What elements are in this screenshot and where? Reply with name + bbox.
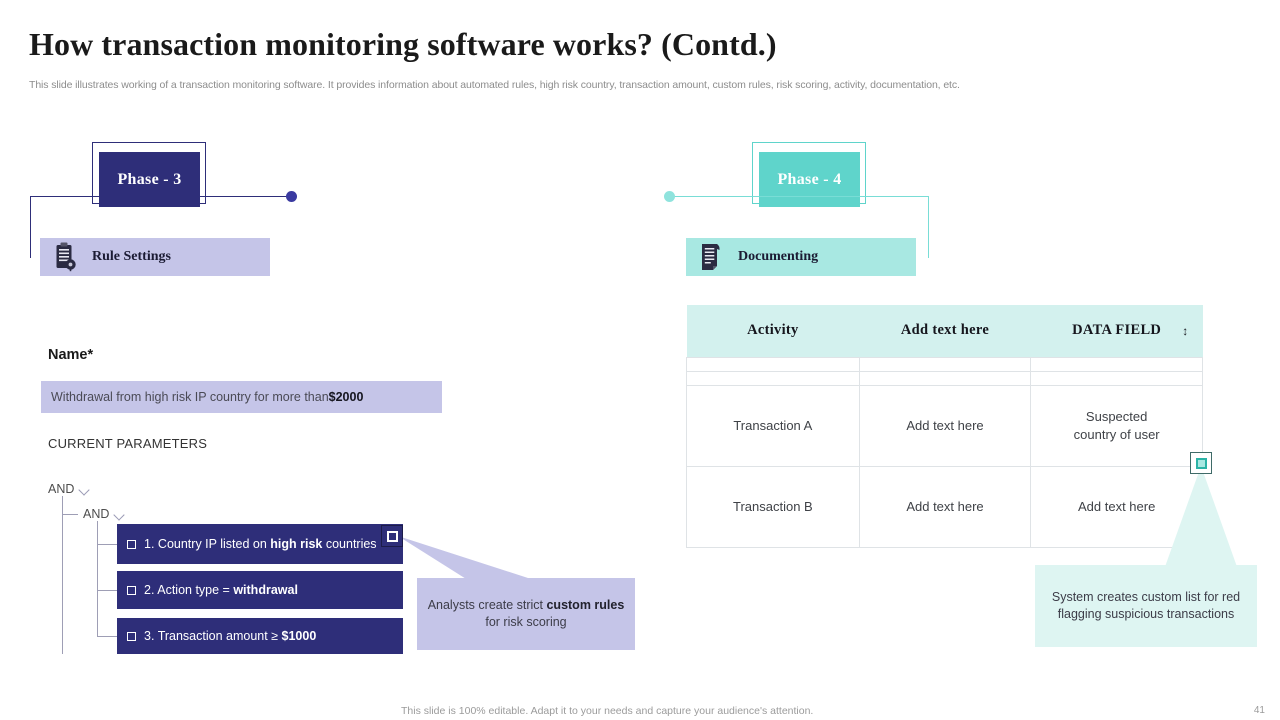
callout-left-text-before: Analysts create strict xyxy=(427,598,547,613)
page-subtitle: This slide illustrates working of a tran… xyxy=(29,79,960,91)
logic-group-inner-label: AND xyxy=(83,507,110,521)
name-input-value-bold: $2000 xyxy=(328,390,364,404)
phase-4-badge-label: Phase - 4 xyxy=(777,170,842,188)
phase-4-connector-vertical xyxy=(928,196,930,258)
table-cell: Add text here xyxy=(858,465,1032,548)
rule-text-after: countries xyxy=(322,537,377,551)
rule-text-before: Transaction amount ≥ xyxy=(157,629,282,643)
callout-right: System creates custom list for red flagg… xyxy=(1035,565,1257,647)
current-parameters-label: CURRENT PARAMETERS xyxy=(48,436,208,451)
page-title: How transaction monitoring software work… xyxy=(29,26,777,62)
callout-left: Analysts create strict custom rules for … xyxy=(417,578,635,650)
table-header-cell[interactable]: Activity xyxy=(686,305,860,357)
activity-table: Activity Add text here DATA FIELD ↕ Tran… xyxy=(686,305,1203,548)
footer-note: This slide is 100% editable. Adapt it to… xyxy=(401,705,814,717)
nested-square-marker-icon-right[interactable] xyxy=(1190,452,1212,474)
name-field-label: Name* xyxy=(48,347,94,363)
table-spacer-row xyxy=(686,370,1203,386)
rule-row[interactable]: 3. Transaction amount ≥ $1000 xyxy=(117,618,403,654)
table-row[interactable]: Transaction B Add text here Add text her… xyxy=(686,465,1203,548)
phase-3-badge-label: Phase - 3 xyxy=(117,170,182,188)
document-icon xyxy=(698,242,724,272)
callout-right-pointer xyxy=(1161,466,1241,578)
rule-row[interactable]: 2. Action type = withdrawal xyxy=(117,571,403,609)
rule-index: 1. xyxy=(144,537,155,551)
tree-branch-rule-2 xyxy=(97,590,117,592)
logic-group-inner[interactable]: AND xyxy=(83,507,125,521)
rule-text-before: Country IP listed on xyxy=(157,537,271,551)
table-cell: Transaction B xyxy=(686,465,860,548)
phase-3-label-text: Rule Settings xyxy=(92,249,171,264)
clipboard-settings-icon xyxy=(52,242,78,272)
rule-text-bold: high risk xyxy=(270,537,323,551)
phase-3-connector-vertical xyxy=(30,196,32,258)
callout-left-text-after: for risk scoring xyxy=(485,615,567,629)
table-cell: Add text here xyxy=(1030,465,1203,548)
name-input-value-prefix: Withdrawal from high risk IP country for… xyxy=(51,390,329,404)
phase-4-label-text: Documenting xyxy=(738,249,819,264)
tree-branch-outer xyxy=(62,514,78,516)
phase-3-badge[interactable]: Phase - 3 xyxy=(99,152,200,207)
phase-3-connector-horizontal xyxy=(30,196,292,198)
tree-trunk-inner xyxy=(97,521,99,637)
rule-row[interactable]: 1. Country IP listed on high risk countr… xyxy=(117,524,403,564)
table-spacer-row xyxy=(686,356,1203,372)
logic-group-outer-label: AND xyxy=(48,482,75,496)
table-cell: Add text here xyxy=(858,384,1032,467)
rule-text-bold: withdrawal xyxy=(233,583,298,597)
table-header-cell[interactable]: DATA FIELD ↕ xyxy=(1030,305,1203,357)
table-row[interactable]: Transaction A Add text here Suspected co… xyxy=(686,384,1203,467)
nested-square-marker-icon-left[interactable] xyxy=(381,525,403,547)
tree-branch-rule-3 xyxy=(97,636,117,638)
phase-4-label-bar[interactable]: Documenting xyxy=(686,238,916,276)
chevron-down-icon[interactable] xyxy=(115,511,125,517)
table-header-cell[interactable]: Add text here xyxy=(859,305,1031,357)
phase-4-badge[interactable]: Phase - 4 xyxy=(759,152,860,207)
logic-group-outer[interactable]: AND xyxy=(48,482,90,496)
phase-3-label-bar[interactable]: Rule Settings xyxy=(40,238,270,276)
phase-3-connector-dot xyxy=(286,191,297,202)
phase-4-connector-dot xyxy=(664,191,675,202)
page-number: 41 xyxy=(1253,705,1265,716)
chevron-down-icon[interactable] xyxy=(80,486,90,492)
rule-text-bold: $1000 xyxy=(281,629,317,643)
rule-checkbox[interactable] xyxy=(127,585,136,595)
name-input[interactable]: Withdrawal from high risk IP country for… xyxy=(41,381,442,413)
table-header-row: Activity Add text here DATA FIELD ↕ xyxy=(686,305,1203,357)
rule-checkbox[interactable] xyxy=(127,539,136,549)
sort-icon[interactable]: ↕ xyxy=(1182,323,1189,338)
table-cell: Transaction A xyxy=(686,384,860,467)
callout-left-text-bold: custom rules xyxy=(546,598,625,613)
tree-trunk-outer xyxy=(62,496,64,654)
table-cell: Suspected country of user xyxy=(1030,384,1203,467)
rule-checkbox[interactable] xyxy=(127,631,136,641)
rule-index: 3. xyxy=(144,629,155,643)
tree-branch-rule-1 xyxy=(97,544,117,546)
table-header-cell-label: DATA FIELD xyxy=(1072,322,1162,339)
rule-index: 2. xyxy=(144,583,155,597)
phase-4-connector-horizontal xyxy=(670,196,929,198)
callout-right-text: System creates custom list for red flagg… xyxy=(1051,590,1241,621)
rule-text-before: Action type = xyxy=(157,583,234,597)
